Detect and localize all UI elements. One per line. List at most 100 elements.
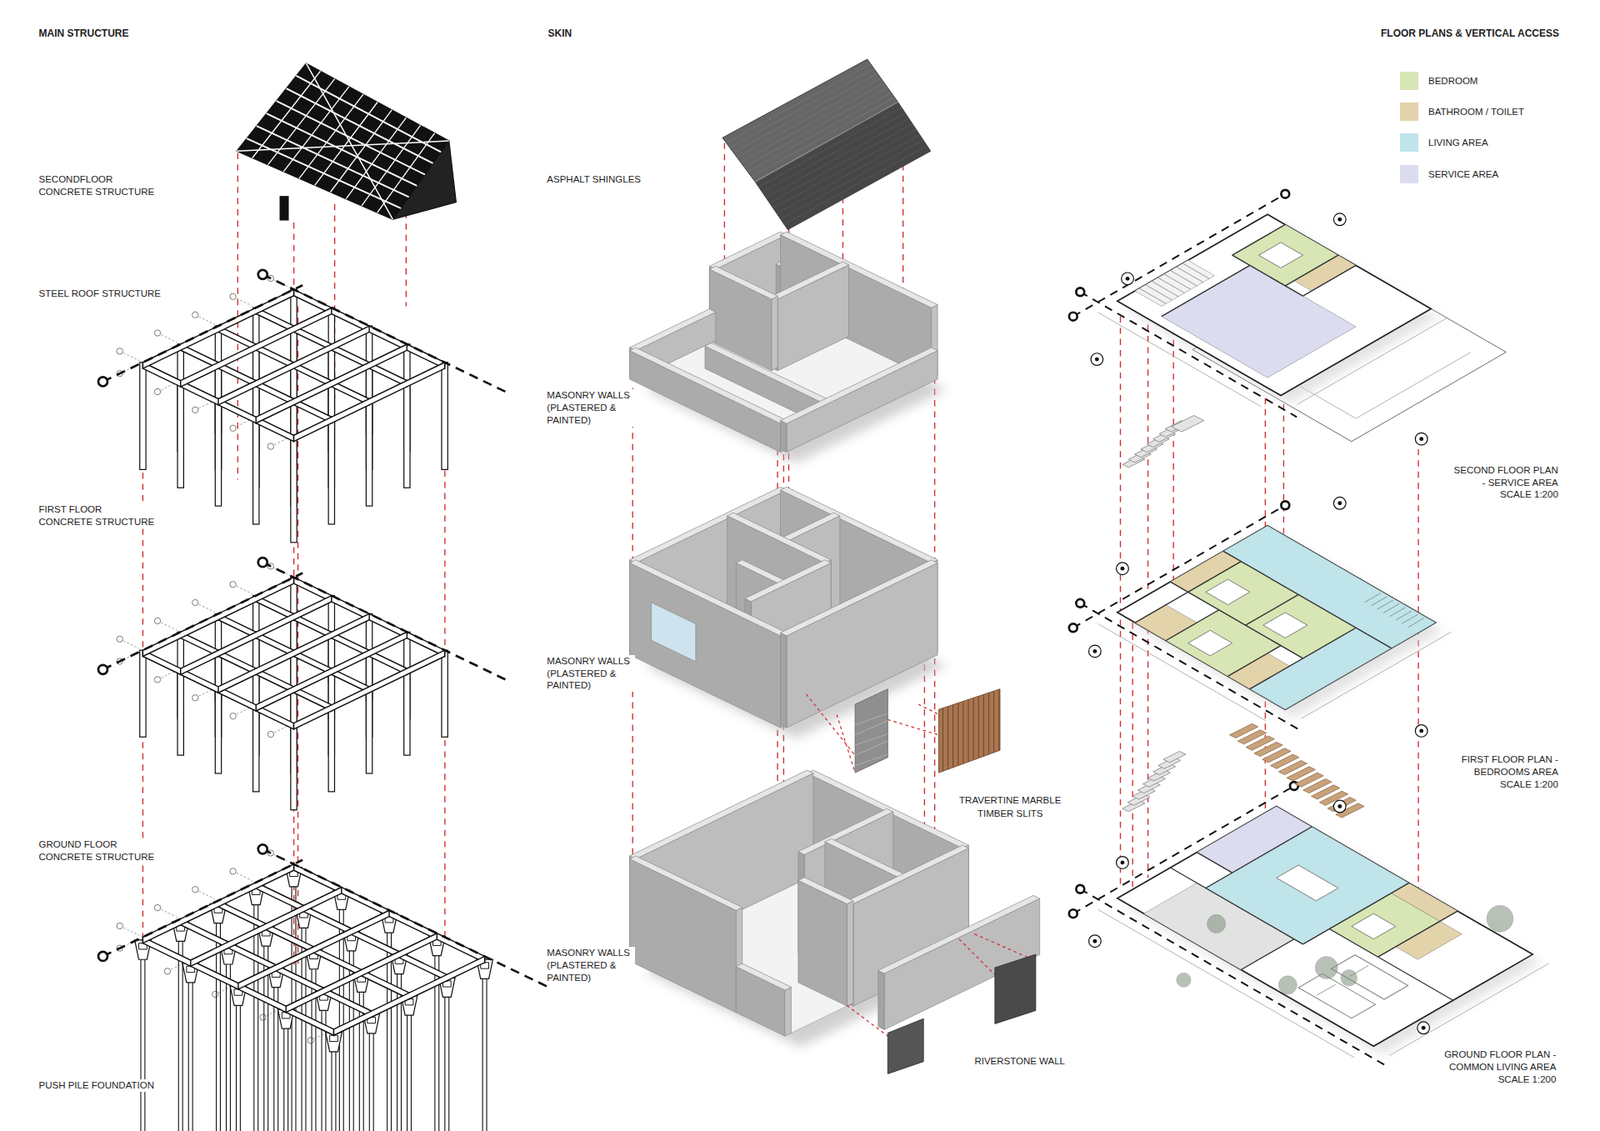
room-zone — [1294, 255, 1356, 291]
tree-symbol — [1486, 905, 1514, 932]
window-opening — [651, 602, 696, 662]
masonry-wall — [780, 420, 787, 452]
legend-item: BATHROOM / TOILET — [1400, 102, 1525, 121]
floor-plan-outline — [1117, 214, 1431, 395]
grid-bubble — [1280, 190, 1290, 199]
stair-tread — [1370, 596, 1387, 606]
car-symbol — [1330, 955, 1408, 1000]
legend-text: BATHROOM / TOILET — [1428, 106, 1525, 117]
grid-bubble — [98, 665, 108, 675]
wall-top — [780, 560, 938, 636]
pile — [444, 995, 445, 1131]
column — [365, 399, 372, 507]
projection-line — [846, 1005, 888, 1036]
column — [441, 650, 448, 737]
grid-marker — [192, 599, 199, 605]
room-zone — [1161, 265, 1356, 378]
stair-tread — [1164, 274, 1191, 290]
grid-axis — [1080, 291, 1297, 417]
beam — [180, 595, 332, 675]
stone-vein — [855, 754, 888, 765]
section-marker — [1333, 213, 1346, 226]
beam — [285, 933, 437, 1013]
pile — [188, 980, 190, 1131]
wall-top — [727, 512, 832, 563]
shingle-course — [770, 124, 913, 204]
legend-item: SERVICE AREA — [1400, 165, 1499, 184]
riverstone-panel — [995, 954, 1036, 1024]
stair-tread — [1182, 263, 1210, 279]
rafter — [252, 70, 321, 158]
grid-marker — [230, 712, 236, 719]
partition-line — [1161, 265, 1250, 316]
timber-panel — [939, 689, 1000, 773]
timber-slat — [952, 704, 954, 767]
projection-line — [1172, 305, 1174, 623]
stair-tread — [1377, 600, 1394, 610]
timber-slat — [988, 692, 990, 755]
partition-line — [1303, 265, 1357, 296]
grid-bubble — [98, 376, 108, 386]
pile — [287, 1026, 289, 1131]
shingle-course — [776, 135, 920, 215]
truss-brace — [236, 140, 450, 151]
column — [404, 668, 410, 755]
pile — [235, 1003, 237, 1131]
grid-marker — [192, 406, 199, 413]
timber-slat — [942, 708, 944, 772]
legend-text: BEDROOM — [1428, 75, 1478, 86]
stair-tread — [1383, 603, 1400, 613]
section-marker — [1120, 566, 1125, 571]
stair-step — [1163, 750, 1186, 762]
beam — [294, 362, 445, 442]
main-structure — [98, 63, 547, 1131]
partition-line — [1240, 939, 1295, 970]
wall-top — [630, 309, 716, 351]
beam — [180, 307, 332, 387]
stair-tread — [1395, 610, 1412, 620]
beam — [218, 325, 370, 405]
grid-marker — [154, 617, 160, 624]
timber-slat — [968, 699, 970, 762]
section-marker — [1417, 1021, 1430, 1035]
bed-symbol — [1351, 913, 1396, 940]
legend-text: SERVICE AREA — [1428, 169, 1499, 180]
projection-line — [959, 939, 995, 975]
pile — [140, 957, 141, 1131]
grid-marker — [230, 425, 236, 431]
beam — [218, 613, 370, 693]
projection-line — [1132, 622, 1134, 899]
column — [328, 416, 335, 525]
shingle-course — [744, 87, 888, 167]
car-symbol — [1298, 973, 1375, 1018]
partition-line — [1378, 910, 1458, 957]
legend-swatch — [1400, 165, 1419, 184]
rafter — [283, 86, 349, 172]
skin-label: MASONRY WALLS (PLASTERED & PAINTED) — [545, 655, 635, 693]
pile-cap — [330, 1035, 339, 1041]
section-marker — [1116, 562, 1130, 575]
grid-marker — [164, 968, 170, 975]
column — [253, 705, 260, 792]
wall-top — [735, 963, 791, 990]
grid-bubble — [1280, 500, 1290, 510]
stair-tread — [1401, 614, 1418, 624]
stone-vein — [855, 720, 888, 735]
grid-marker — [116, 922, 123, 929]
wall-top — [825, 838, 907, 878]
structure-label: FIRST FLOOR CONCRETE STRUCTURE — [37, 503, 159, 529]
floor-plan-outline — [1117, 806, 1533, 1047]
legend-swatch — [1400, 133, 1419, 152]
grid-axis — [1073, 785, 1295, 914]
wall-top — [630, 347, 787, 424]
pile — [311, 966, 313, 1131]
section-marker — [1120, 860, 1125, 865]
masonry-wall — [786, 350, 938, 453]
pile — [406, 1013, 408, 1131]
masonry-wall — [771, 295, 778, 370]
projection-line — [887, 719, 939, 735]
wall-top — [798, 877, 854, 905]
grid-axis — [102, 573, 303, 670]
grid-marker — [116, 348, 123, 355]
